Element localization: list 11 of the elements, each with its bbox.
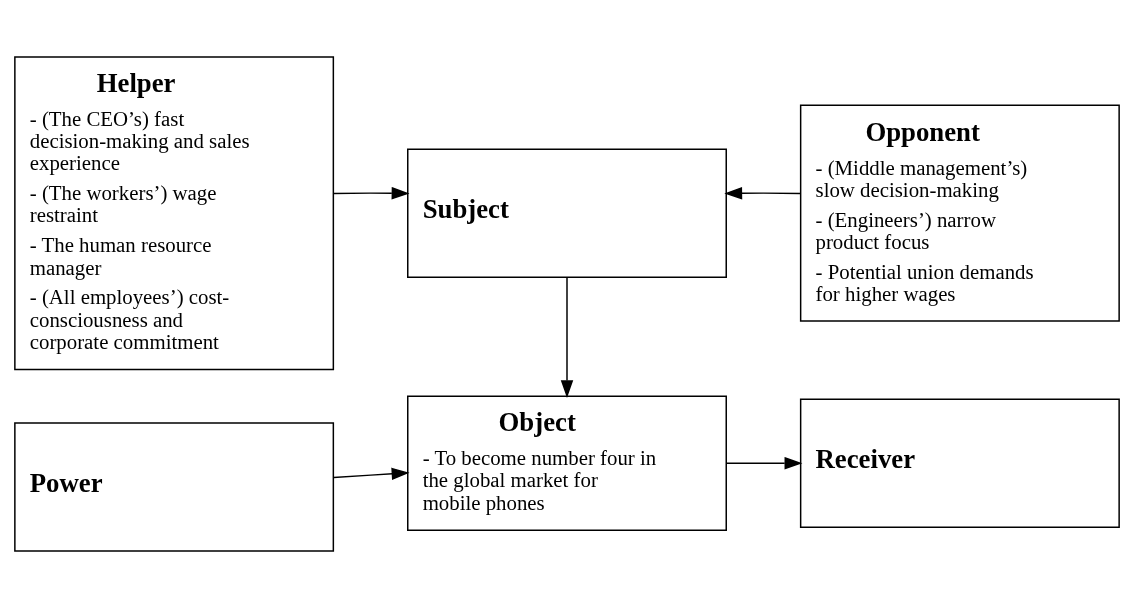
arrow: [332, 467, 410, 480]
node-box: Helper - (The CEO’s) fast decision-making and sales experience - (The workers’) wage restraint - The human resource manager - (All employees’) cost-consciousness and corporate commitment: [14, 55, 335, 370]
node-box: Subject: [407, 147, 727, 278]
node-box: Opponent - (Middle management’s) slow decision-making - (Engineers’) narrow product focus - Potential union demands for higher wages: [799, 104, 1120, 322]
arrow: [725, 456, 803, 469]
arrow: [724, 186, 801, 199]
node-box: Power: [14, 421, 335, 552]
node-box: Receiver: [799, 398, 1120, 528]
node-box: Object - To become number four in the global market for mobile phones: [407, 395, 727, 531]
arrow: [332, 186, 410, 199]
arrow: [560, 276, 574, 398]
